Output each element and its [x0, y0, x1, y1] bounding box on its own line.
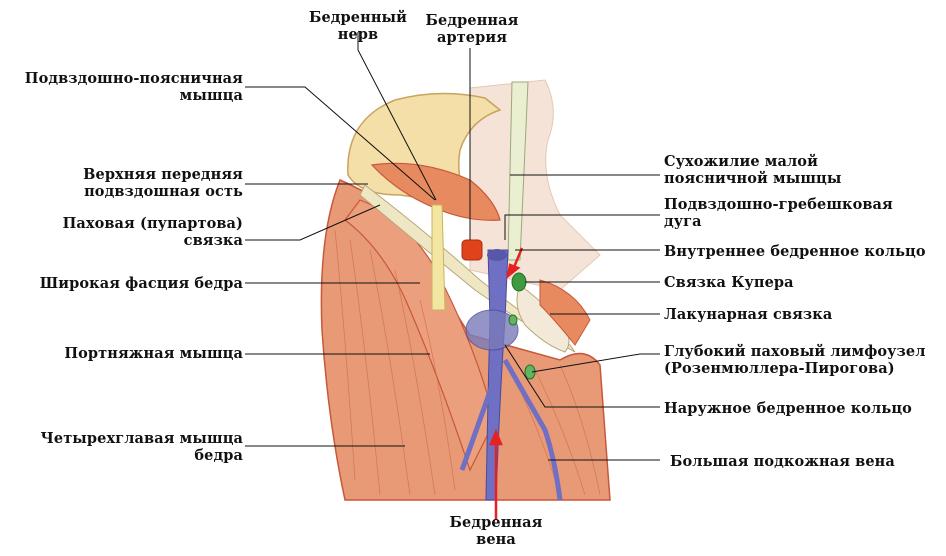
inguinal-ligament-band [359, 184, 576, 353]
label-deep-node: Глубокий паховый лимфоузел(Розенмюллера-… [664, 343, 926, 377]
pectineus-block [539, 279, 591, 346]
sartorius-muscle [344, 199, 496, 472]
vein-branches [459, 358, 563, 501]
vein-lumen [487, 249, 507, 261]
label-inguinal-ligament: Паховая (пупартова)связка [62, 215, 243, 249]
leader-lines [245, 32, 660, 461]
label-cooper-ligament: Связка Купера [664, 274, 794, 291]
label-lacunar-ligament: Лакунарная связка [664, 306, 833, 323]
deep-lymph-node [511, 272, 527, 292]
label-great-saphenous: Большая подкожная вена [670, 453, 895, 470]
label-external-ring: Наружное бедренное кольцо [664, 400, 912, 417]
ring-arrows [489, 247, 524, 520]
iliopsoas-muscle [370, 162, 501, 221]
label-sartorius: Портняжная мышца [64, 345, 243, 362]
label-fascia-lata: Широкая фасция бедра [39, 275, 243, 292]
label-internal-ring: Внутреннее бедренное кольцо [664, 243, 926, 260]
lymph-node-ring [508, 314, 518, 326]
femoral-artery-shape [461, 239, 483, 261]
femoral-nerve-shape [431, 204, 446, 311]
femoral-ring [465, 309, 519, 351]
